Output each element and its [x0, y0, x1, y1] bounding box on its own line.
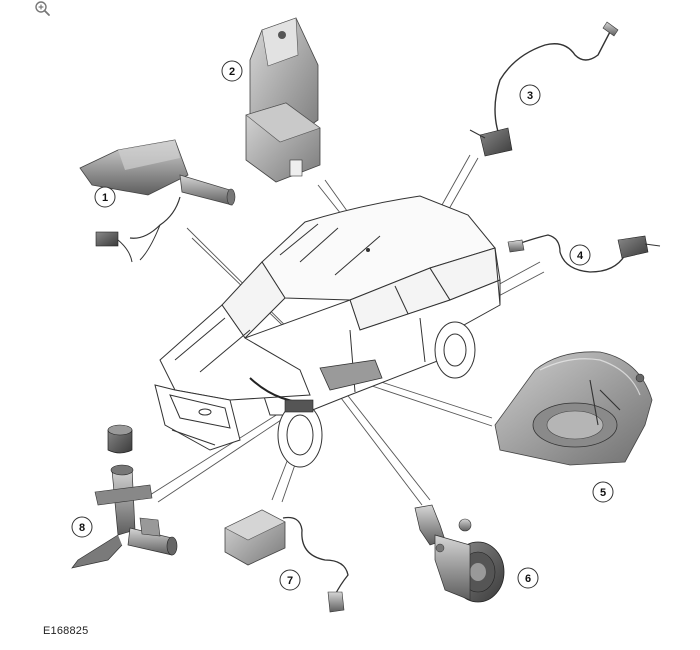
callout-1: 1: [94, 186, 116, 208]
component-1-diesel-particulate-filter: [79, 139, 236, 263]
svg-text:8: 8: [79, 522, 85, 534]
vehicle-system-highlight: [249, 248, 383, 413]
zoom-in-icon[interactable]: [34, 0, 52, 18]
component-7-sensor-module-with-probe: [224, 509, 349, 613]
vehicle-outline: [154, 195, 501, 468]
callout-7: 7: [279, 569, 301, 591]
component-5-fluid-tank: [494, 351, 653, 466]
svg-text:2: 2: [229, 66, 235, 78]
callout-8: 8: [71, 516, 93, 538]
svg-text:7: 7: [287, 575, 293, 587]
svg-text:6: 6: [525, 573, 531, 585]
component-2-control-module: [245, 17, 321, 183]
svg-text:1: 1: [102, 192, 108, 204]
svg-text:5: 5: [600, 487, 606, 499]
callout-4: 4: [569, 244, 591, 266]
svg-text:3: 3: [527, 90, 533, 102]
callout-5: 5: [592, 481, 614, 503]
component-6-pump-assembly: [414, 504, 505, 603]
callout-6: 6: [517, 567, 539, 589]
component-3-exhaust-gas-sensor: [469, 21, 619, 157]
figure-id-label: E168825: [43, 625, 89, 637]
callout-2: 2: [221, 60, 243, 82]
component-8-filler-neck-and-cap: [71, 424, 178, 569]
svg-text:4: 4: [577, 250, 584, 262]
component-4-exhaust-gas-sensor-with-connector: [507, 234, 661, 273]
callout-3: 3: [519, 84, 541, 106]
